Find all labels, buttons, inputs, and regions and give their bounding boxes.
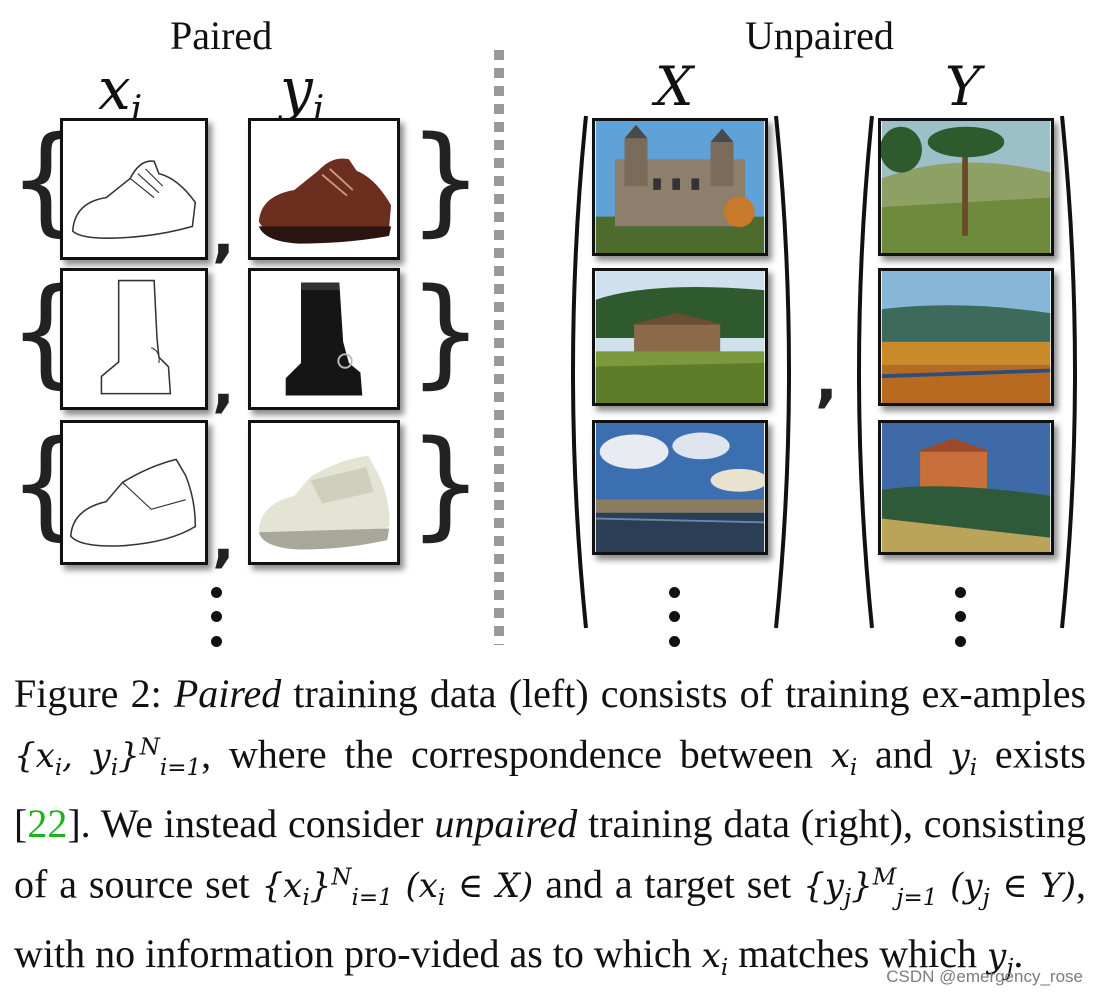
ellipsis-dot — [669, 611, 680, 622]
black-boot-photo — [248, 268, 400, 410]
shoe-sketch-image-3 — [60, 420, 208, 565]
comma-row3: , — [212, 505, 235, 575]
watermark: CSDN @emergency_rose — [886, 967, 1083, 986]
white-shoe-photo — [248, 420, 400, 565]
right-brace-row3: } — [408, 414, 484, 552]
figure-caption: Figure 2: Paired training data (left) co… — [14, 671, 1087, 982]
ellipsis-dot — [955, 587, 966, 598]
citation-link[interactable]: 22 — [27, 801, 68, 847]
right-brace-row2: } — [408, 262, 484, 400]
unpaired-title: Unpaired — [745, 13, 894, 58]
photo-villa — [592, 268, 768, 406]
right-brace-row1: } — [408, 110, 484, 248]
ellipsis-dot — [955, 636, 966, 647]
photo-river — [592, 420, 768, 555]
label-X: X — [655, 55, 694, 118]
label-yi: yi — [280, 55, 325, 130]
painting-house — [878, 420, 1054, 555]
ellipsis-dot — [955, 611, 966, 622]
brown-shoe-photo — [248, 118, 400, 260]
painting-landscape-tree — [878, 118, 1054, 256]
left-paren-X — [571, 115, 588, 629]
right-paren-Y — [1060, 115, 1077, 629]
ellipsis-dot — [669, 636, 680, 647]
right-paren-X — [774, 115, 791, 629]
left-paren-Y — [857, 115, 874, 629]
ellipsis-dot — [211, 636, 222, 647]
comma-row1: , — [212, 200, 235, 270]
ellipsis-dot — [669, 587, 680, 598]
comma-row2: , — [212, 350, 235, 420]
shoe-sketch-image-1 — [60, 118, 208, 260]
paired-unpaired-separator — [494, 50, 504, 645]
photo-castle — [592, 118, 768, 256]
label-Y: Y — [945, 55, 981, 118]
comma-unpaired: , — [815, 345, 838, 415]
ellipsis-dot — [211, 611, 222, 622]
paired-title: Paired — [170, 13, 273, 58]
label-xi: xi — [98, 55, 143, 130]
ellipsis-dot — [211, 587, 222, 598]
painting-river-landscape — [878, 268, 1054, 406]
boot-sketch-image — [60, 268, 208, 410]
